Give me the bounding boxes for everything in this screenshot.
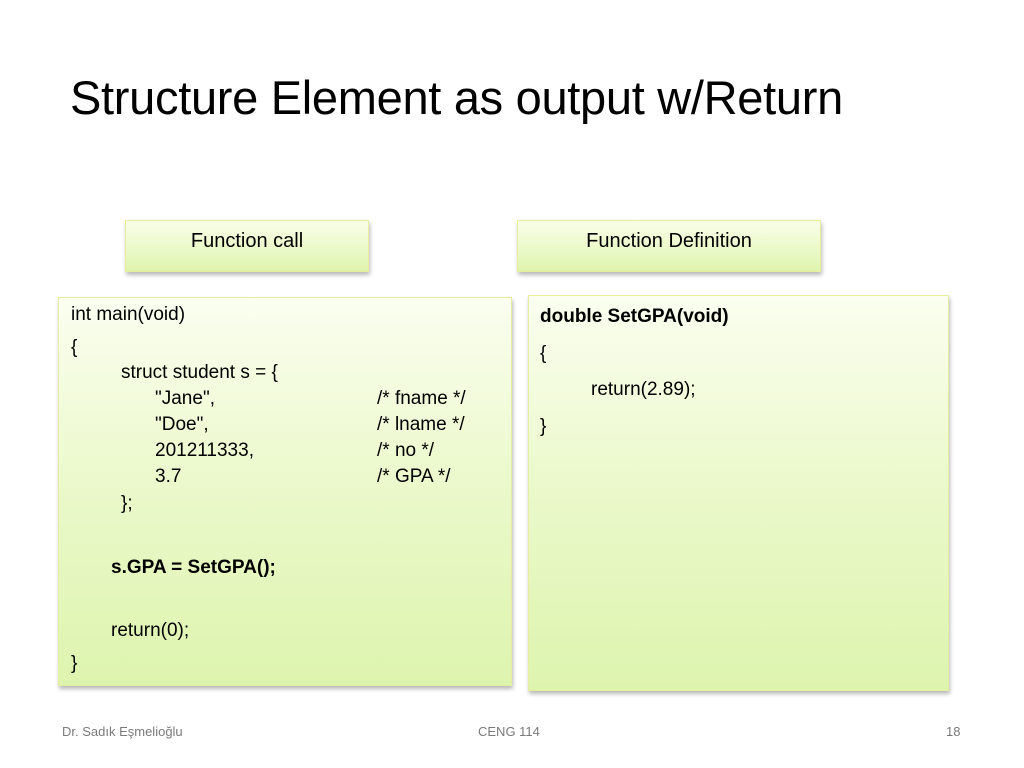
- code-line: {: [71, 337, 78, 358]
- init-comment: /* GPA */: [377, 466, 451, 487]
- setgpa-definition-code-box: double SetGPA(void) { return(2.89); }: [528, 295, 949, 691]
- code-line: struct student s = {: [121, 362, 278, 383]
- code-line: int main(void): [71, 304, 186, 325]
- init-value: 201211333,: [155, 440, 254, 461]
- function-call-label: Function call: [190, 230, 304, 252]
- init-comment: /* fname */: [377, 388, 466, 409]
- code-line-signature: double SetGPA(void): [540, 306, 729, 327]
- footer-author: Dr. Sadık Eşmelioğlu: [62, 724, 183, 739]
- init-comment: /* lname */: [377, 414, 465, 435]
- code-line: {: [540, 343, 547, 364]
- code-line: }: [71, 653, 78, 674]
- init-value: 3.7: [155, 466, 182, 487]
- function-definition-label-box: Function Definition: [517, 220, 821, 272]
- init-value: "Doe",: [155, 414, 209, 435]
- init-value: "Jane",: [155, 388, 215, 409]
- code-line-highlight: s.GPA = SetGPA();: [111, 557, 276, 578]
- function-definition-label: Function Definition: [586, 230, 752, 252]
- code-line: return(0);: [111, 620, 190, 641]
- code-line: };: [121, 493, 133, 514]
- main-function-code-box: int main(void) { struct student s = { "J…: [58, 297, 512, 686]
- footer-page-number: 18: [946, 724, 961, 739]
- code-line: }: [540, 416, 547, 437]
- code-line: return(2.89);: [591, 379, 696, 400]
- function-call-label-box: Function call: [125, 220, 369, 272]
- slide-title: Structure Element as output w/Return: [70, 71, 843, 124]
- footer-course: CENG 114: [478, 724, 540, 739]
- init-comment: /* no */: [377, 440, 435, 461]
